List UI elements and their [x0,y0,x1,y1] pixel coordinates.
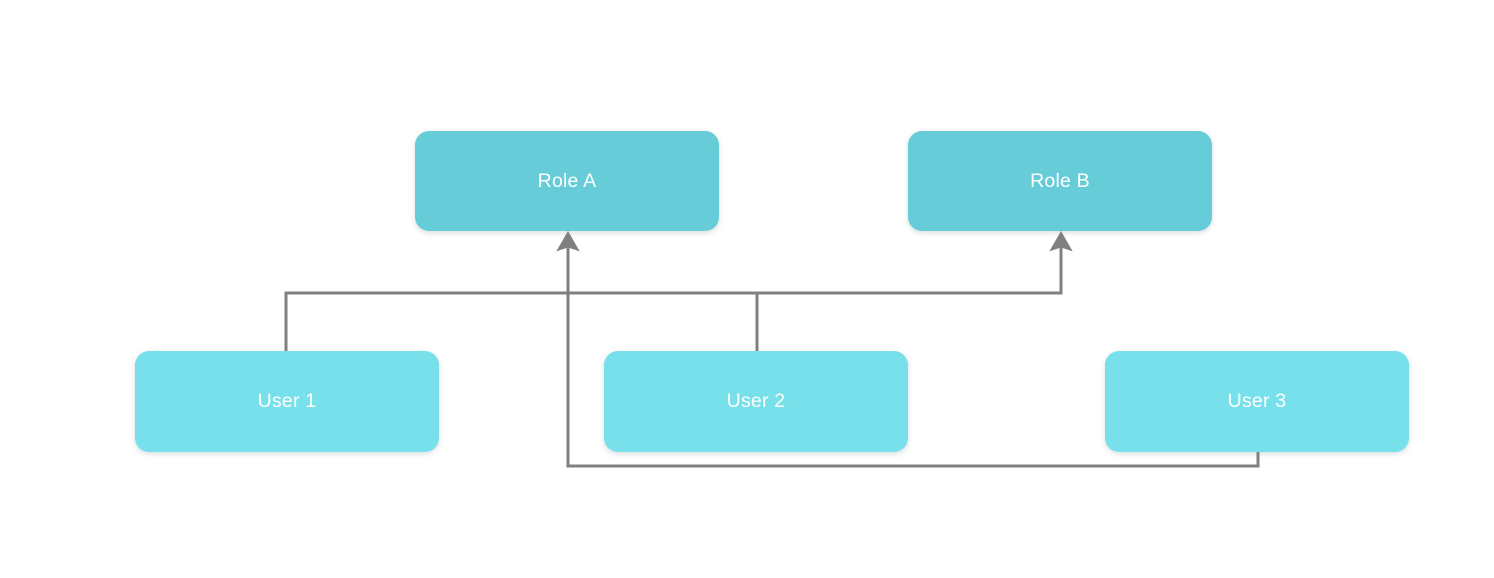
node-role-a[interactable]: Role A [415,131,719,231]
node-user-3[interactable]: User 3 [1105,351,1409,452]
edge-user3-to-rolea [556,231,1260,468]
node-label-user-3: User 3 [1227,390,1287,412]
node-role-b[interactable]: Role B [908,131,1212,231]
node-label-role-a: Role A [537,169,597,192]
node-user-1[interactable]: User 1 [135,351,439,452]
node-label-user-2: User 2 [726,390,786,412]
node-label-user-1: User 1 [257,390,317,412]
edge-user1-to-roleb [284,231,1073,351]
node-user-2[interactable]: User 2 [604,351,908,452]
node-label-role-b: Role B [1030,169,1090,192]
